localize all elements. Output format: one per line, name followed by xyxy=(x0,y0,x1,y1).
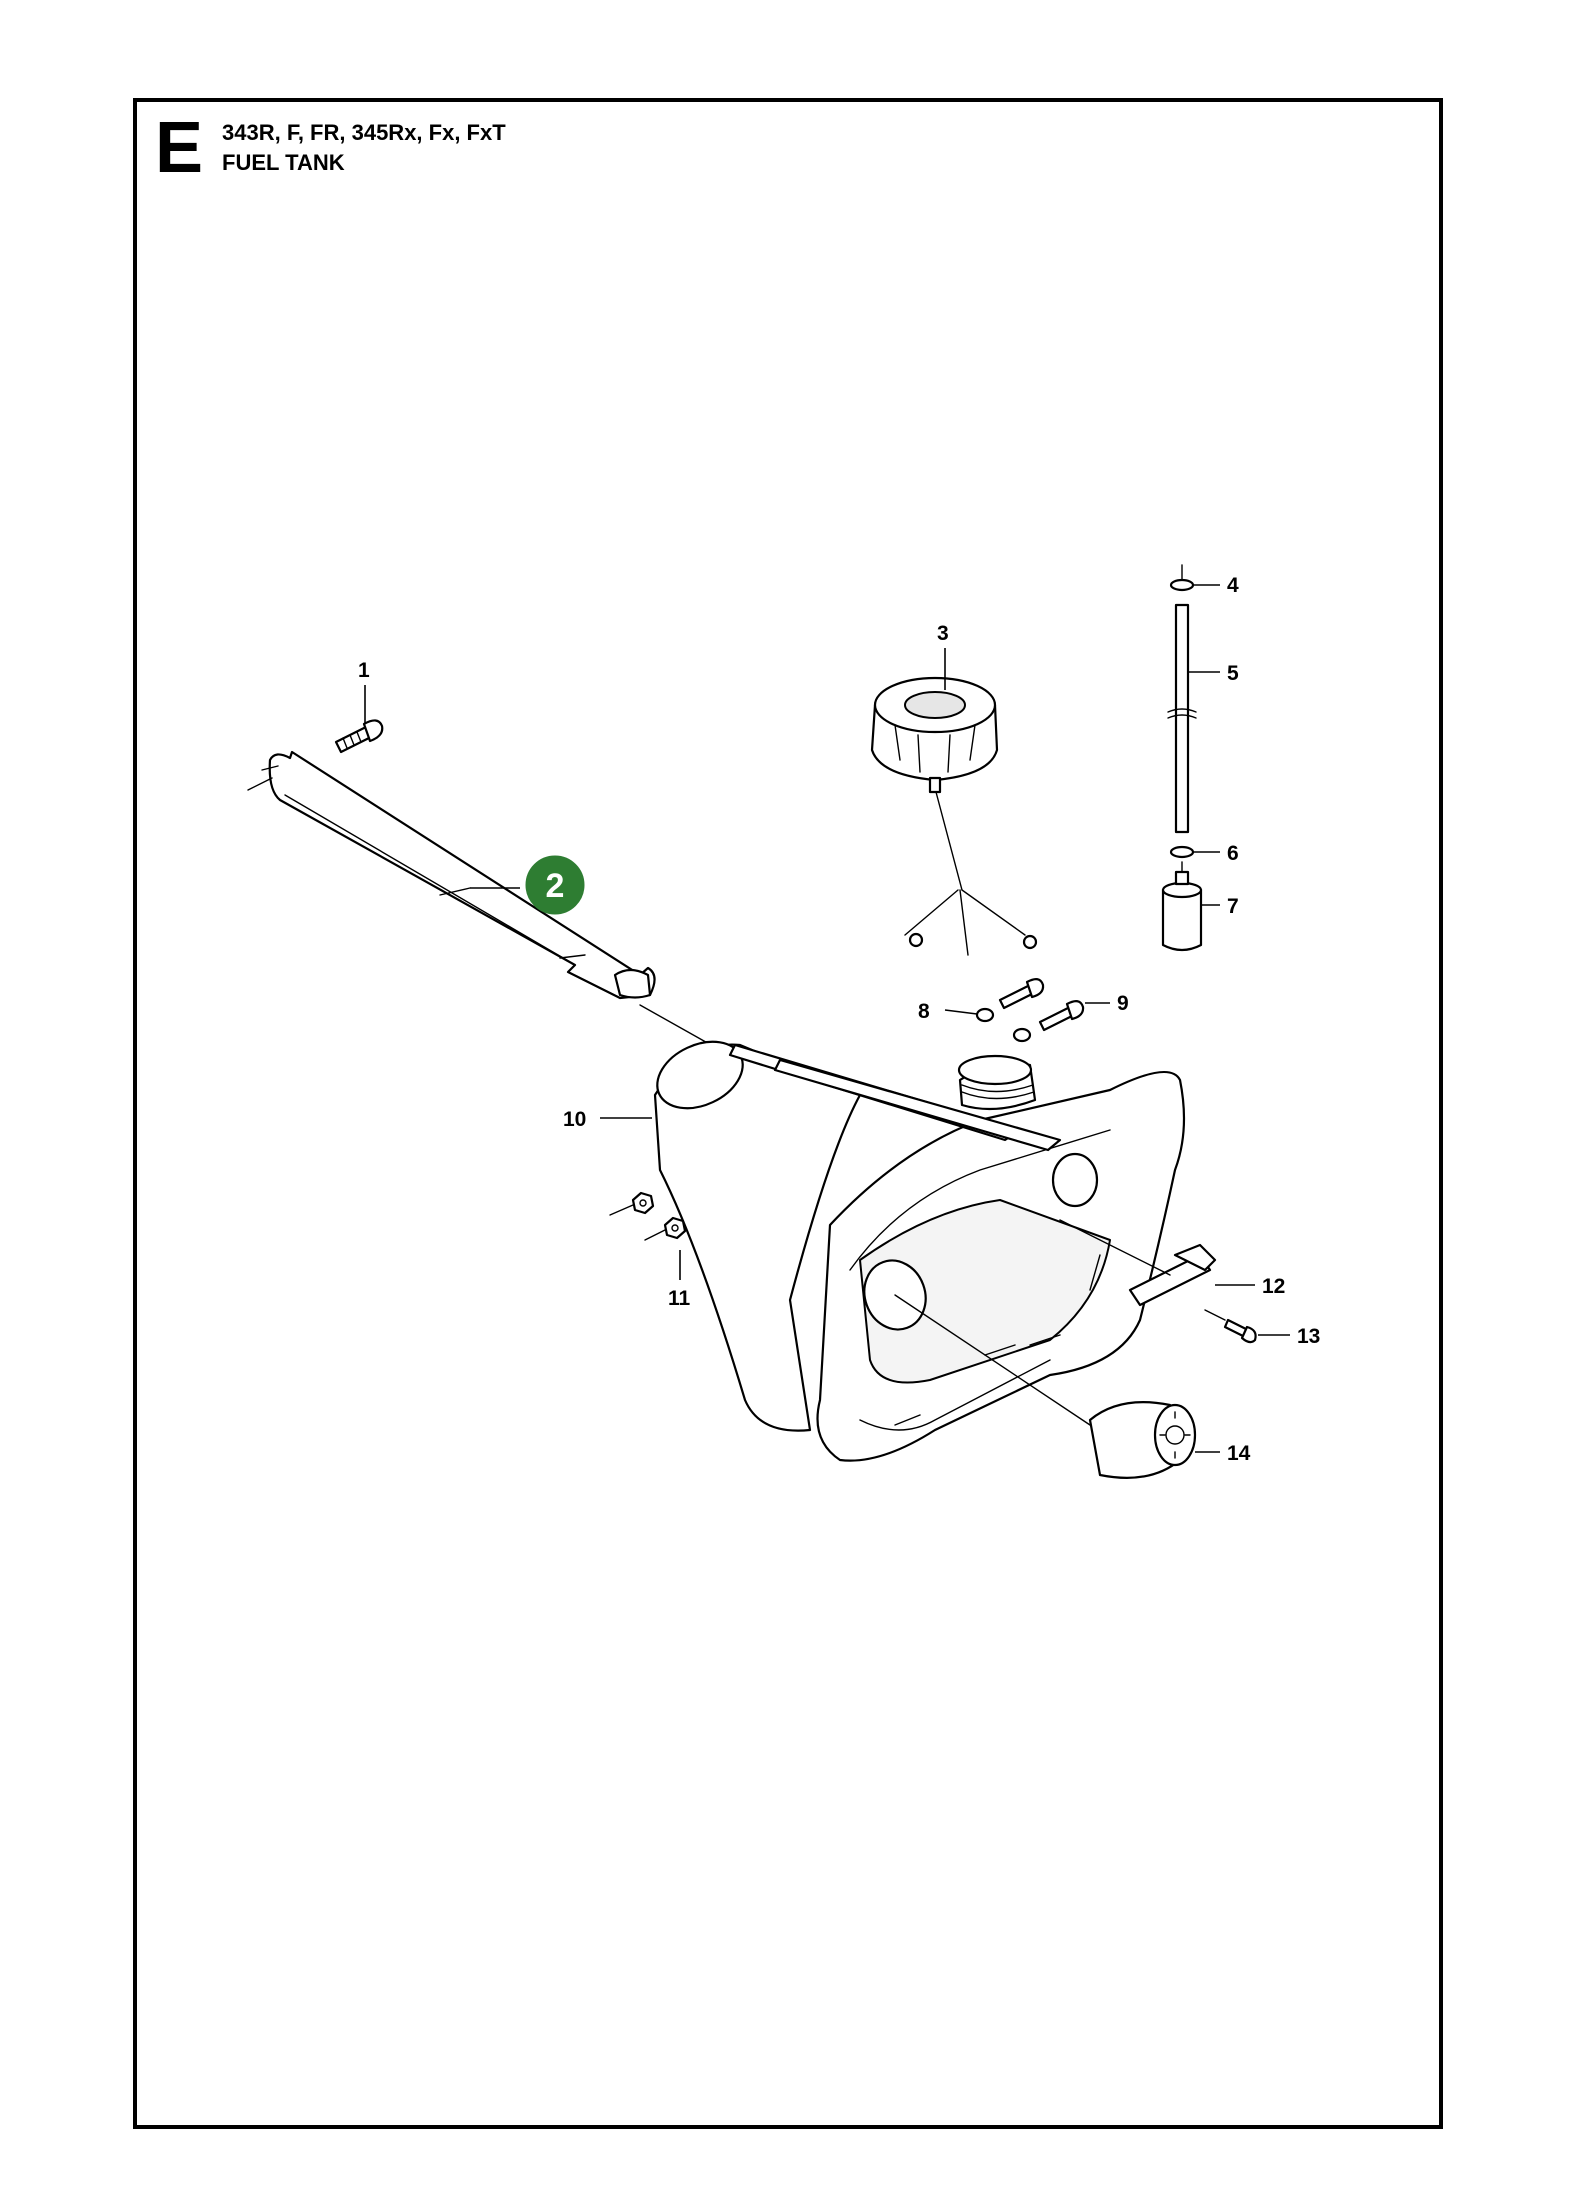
callout-2-badge xyxy=(525,855,585,915)
callout-8: 8 xyxy=(918,1000,930,1023)
callout-13: 13 xyxy=(1297,1325,1320,1348)
callout-6: 6 xyxy=(1227,842,1239,865)
model-list: 343R, F, FR, 345Rx, Fx, FxT xyxy=(222,120,506,145)
part-1-screw[interactable] xyxy=(334,719,384,754)
leader-lines xyxy=(364,584,1290,1453)
callout-11: 11 xyxy=(668,1287,691,1310)
part-2-handle-bar[interactable] xyxy=(247,750,656,1000)
callout-12: 12 xyxy=(1262,1275,1285,1298)
diagram-title: FUEL TANK xyxy=(222,150,345,175)
part-12-clip[interactable] xyxy=(1059,1219,1217,1307)
callout-1: 1 xyxy=(358,659,370,682)
part-11-nuts[interactable] xyxy=(609,1191,687,1241)
part-13-screw[interactable] xyxy=(1204,1309,1257,1344)
part-6-oring[interactable] xyxy=(1169,845,1195,873)
callout-10: 10 xyxy=(563,1108,586,1131)
part-5-fuel-hose[interactable] xyxy=(1167,603,1197,834)
callout-14: 14 xyxy=(1227,1442,1251,1465)
page-frame xyxy=(133,98,1443,2129)
part-3-fuel-cap[interactable] xyxy=(870,676,1038,956)
part-14-cylinder[interactable] xyxy=(894,1294,1197,1479)
part-4-oring[interactable] xyxy=(1169,564,1195,592)
part-9-screw-washer[interactable] xyxy=(1012,1000,1085,1043)
callout-7: 7 xyxy=(1227,895,1239,918)
section-letter: E xyxy=(155,108,204,188)
callout-9: 9 xyxy=(1117,992,1129,1015)
callout-labels: 1 2 3 4 5 6 7 8 9 10 11 12 13 14 xyxy=(358,574,1320,1465)
callout-2: 2 xyxy=(546,867,565,905)
part-7-fuel-filter[interactable] xyxy=(1161,870,1203,952)
part-8-screw-washer[interactable] xyxy=(975,978,1045,1023)
part-10-fuel-tank[interactable] xyxy=(647,1029,1186,1462)
callout-3: 3 xyxy=(937,622,949,645)
callout-4: 4 xyxy=(1227,574,1239,597)
callout-5: 5 xyxy=(1227,662,1239,685)
